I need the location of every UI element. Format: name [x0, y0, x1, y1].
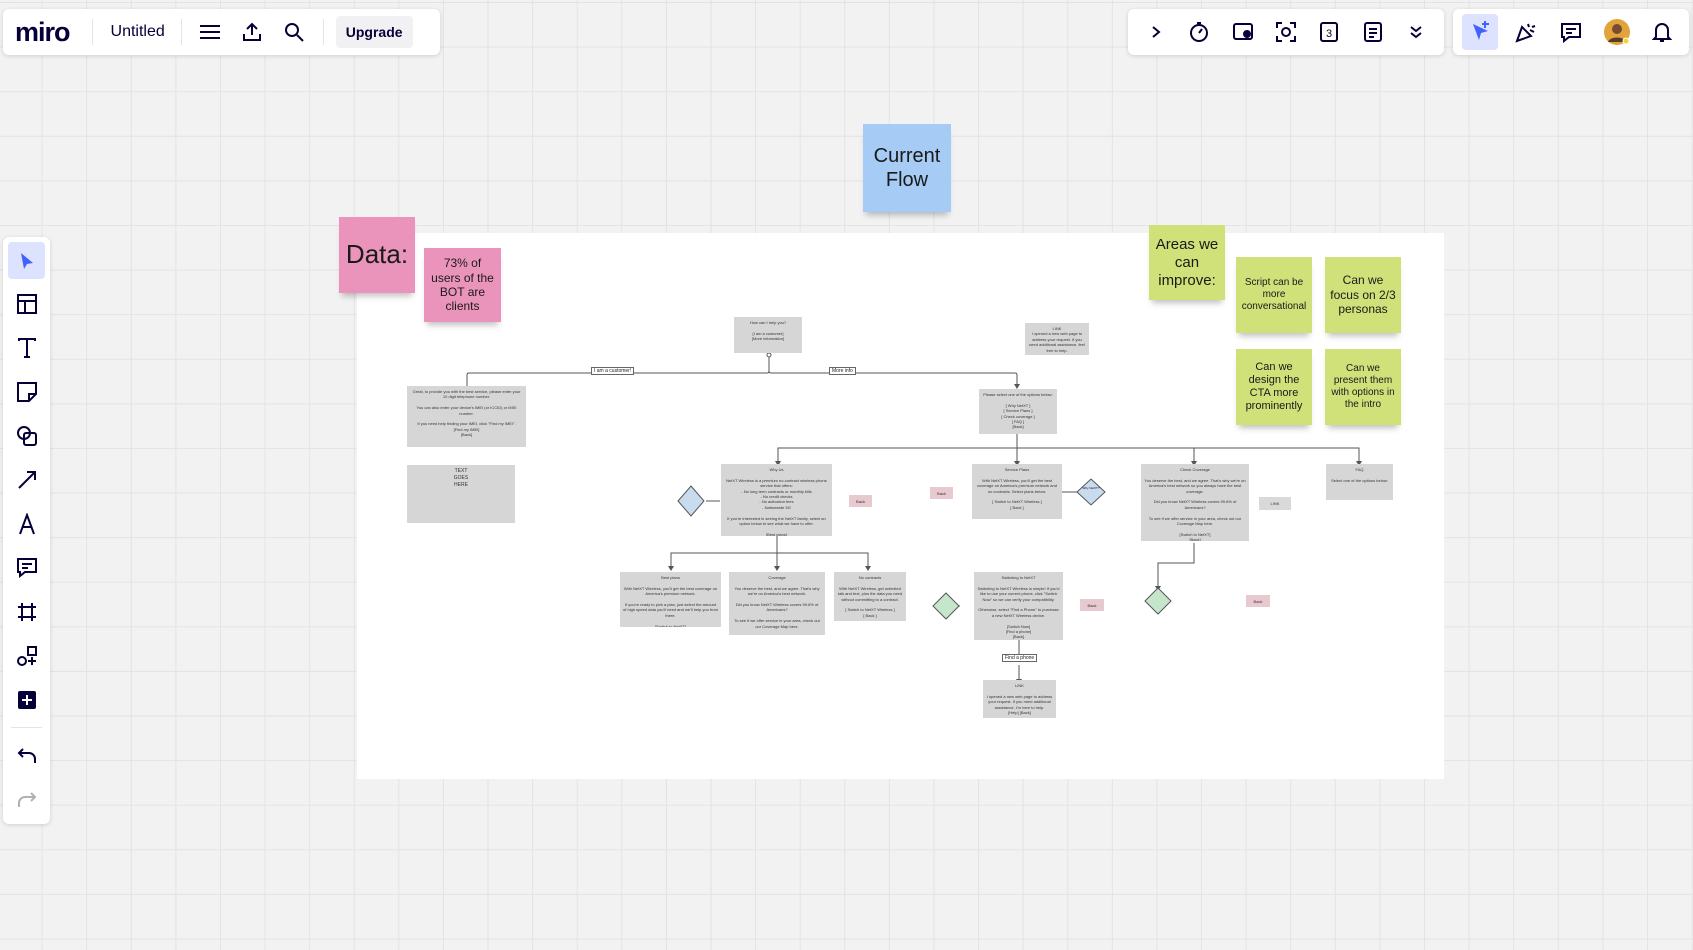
collaboration-tools	[1453, 9, 1689, 55]
flow-start[interactable]: How can I help you? [I am a customer] [M…	[734, 317, 802, 353]
flow-service-plans[interactable]: Service Plans With NetXT Wireless, you'l…	[972, 464, 1062, 519]
redo-icon[interactable]	[8, 781, 45, 818]
cursor-icon[interactable]	[1461, 14, 1498, 50]
shapes-icon[interactable]	[8, 417, 45, 454]
sticky-areas[interactable]: Areas we can improve:	[1149, 225, 1225, 300]
templates-icon[interactable]	[8, 285, 45, 322]
flow-back[interactable]: Back	[849, 495, 872, 507]
add-more-icon[interactable]	[8, 681, 45, 718]
text-tool-icon[interactable]	[8, 329, 45, 366]
label-more-info[interactable]: More info	[829, 367, 856, 375]
creation-toolbar	[3, 237, 50, 824]
user-avatar[interactable]	[1599, 14, 1635, 50]
why-netxt-label: Why NetXT?	[1082, 486, 1100, 490]
sticky-improve-1[interactable]: Script can be more conversational	[1236, 257, 1312, 333]
flow-best-plans[interactable]: Best plans With NetXT Wireless, you'll g…	[620, 572, 721, 627]
frame-icon[interactable]	[8, 593, 45, 630]
flow-faq[interactable]: FAQ Select one of the options below:	[1326, 464, 1393, 500]
present-icon[interactable]	[1225, 14, 1261, 50]
flow-link-bottom[interactable]: LINK I opened a new web page to address …	[983, 680, 1056, 718]
flow-options[interactable]: Please select one of the options below: …	[979, 389, 1057, 434]
label-customer[interactable]: I am a customer!	[591, 367, 635, 375]
undo-icon[interactable]	[8, 737, 45, 774]
board-header: miro Untitled Upgrade	[3, 9, 440, 55]
bell-icon[interactable]	[1644, 14, 1680, 50]
label-find-phone[interactable]: Find a phone	[1002, 654, 1038, 662]
sticky-improve-2[interactable]: Can we focus on 2/3 personas	[1325, 257, 1401, 333]
counter-icon[interactable]: 3	[1311, 14, 1347, 50]
flow-link-top[interactable]: LINK I opened a new web page to address …	[1025, 323, 1089, 355]
flow-connectors	[464, 352, 1362, 684]
sticky-data-stat[interactable]: 73% of users of the BOT are clients	[424, 248, 501, 322]
flow-coverage[interactable]: Coverage You deserve the best, and we ag…	[729, 572, 825, 635]
board-tools: 3	[1128, 9, 1444, 55]
flow-why[interactable]: Why Us NetXT Wireless is a premium no-co…	[721, 464, 832, 536]
pen-icon[interactable]	[8, 505, 45, 542]
sticky-note-icon[interactable]	[8, 373, 45, 410]
party-icon[interactable]	[1507, 14, 1543, 50]
flow-switching[interactable]: Switching to NetXT Switching to NetXT Wi…	[974, 572, 1063, 640]
divider	[180, 19, 182, 45]
flow-no-contracts[interactable]: No contracts With NetXT Wireless, get un…	[834, 572, 906, 621]
comment-tool-icon[interactable]	[8, 549, 45, 586]
notes-icon[interactable]	[1355, 14, 1391, 50]
flow-back[interactable]: Back	[1246, 595, 1270, 607]
flow-check-coverage[interactable]: Check Coverage You deserve the best, and…	[1141, 464, 1249, 541]
focus-icon[interactable]	[1268, 14, 1304, 50]
hamburger-icon[interactable]	[192, 14, 228, 50]
stopwatch-icon[interactable]	[1181, 14, 1217, 50]
flow-text-box[interactable]: TEXT GOES HERE	[407, 465, 515, 523]
flow-back[interactable]: Back	[1080, 599, 1104, 611]
sticky-improve-3[interactable]: Can we design the CTA more prominently	[1236, 349, 1312, 425]
arrow-tool-icon[interactable]	[8, 461, 45, 498]
select-tool-icon[interactable]	[8, 242, 45, 279]
double-chevron-down-icon[interactable]	[1398, 14, 1434, 50]
diagram-icon[interactable]	[8, 637, 45, 674]
svg-text:3: 3	[1326, 28, 1332, 40]
upload-icon[interactable]	[234, 14, 270, 50]
search-icon[interactable]	[276, 14, 312, 50]
divider	[322, 19, 324, 45]
sticky-data[interactable]: Data:	[339, 217, 415, 293]
comment-icon[interactable]	[1553, 14, 1589, 50]
sticky-current-flow[interactable]: Current Flow	[863, 124, 951, 212]
divider	[91, 19, 93, 45]
flow-back[interactable]: Back	[930, 487, 953, 499]
board-title[interactable]: Untitled	[110, 23, 165, 40]
sticky-improve-4[interactable]: Can we present them with options in the …	[1325, 349, 1401, 425]
miro-logo[interactable]: miro	[15, 16, 71, 47]
upgrade-button[interactable]: Upgrade	[335, 16, 413, 48]
divider	[11, 727, 42, 728]
flow-link-small[interactable]: LINK	[1259, 497, 1291, 510]
chevron-right-icon[interactable]	[1138, 14, 1174, 50]
flow-customer[interactable]: Great, to provide you with the best serv…	[407, 386, 526, 447]
